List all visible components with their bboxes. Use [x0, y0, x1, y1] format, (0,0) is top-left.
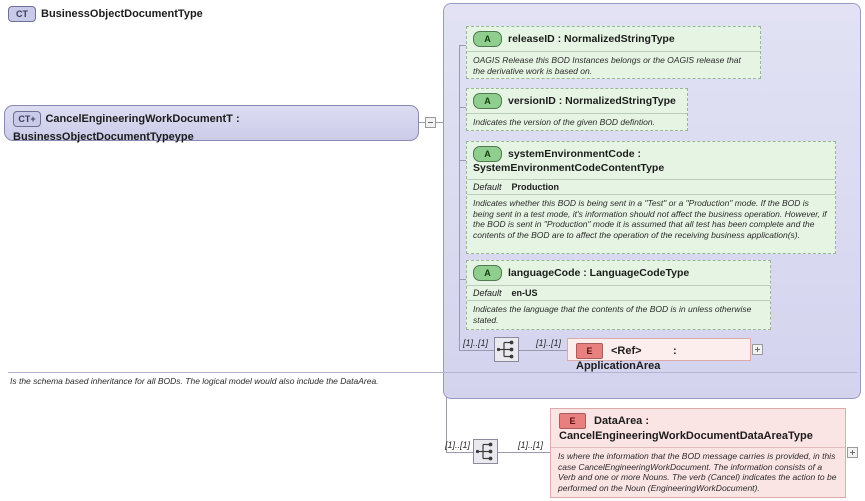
cardinality-dataarea-right: [1]..[1] — [518, 440, 544, 450]
divider — [467, 113, 687, 114]
complex-type-footer-note: Is the schema based inheritance for all … — [10, 376, 379, 386]
default-value: Production — [511, 182, 560, 192]
element-icon: E — [559, 413, 586, 429]
cardinality-applicationarea: [1]..[1] — [536, 338, 562, 348]
attribute-default-row-systemenvironmentcode: Default Production — [467, 180, 835, 194]
divider — [467, 51, 760, 52]
divider — [467, 285, 770, 286]
sequence-compositor-icon[interactable] — [473, 439, 498, 464]
attribute-doc-releaseid: OAGIS Release this BOD Instances belongs… — [473, 55, 741, 76]
attribute-name-versionid: versionID : NormalizedStringType — [508, 94, 676, 107]
branch-systemenvironmentcode — [459, 160, 467, 161]
default-value: en-US — [511, 288, 538, 298]
divider — [467, 194, 835, 195]
root-complex-type-node[interactable]: CT+ CancelEngineeringWorkDocumentT : Bus… — [4, 105, 419, 143]
element-name-dataarea: DataArea : CancelEngineeringWorkDocument… — [559, 414, 813, 442]
divider — [467, 300, 770, 301]
complex-type-title: BusinessObjectDocumentType — [41, 7, 203, 20]
default-label: Default — [473, 182, 502, 192]
root-node-label: CancelEngineeringWorkDocumentT : Busines… — [13, 112, 240, 143]
attribute-default-row-languagecode: Default en-US — [467, 286, 770, 300]
attribute-icon: A — [473, 93, 502, 109]
element-icon: E — [576, 343, 603, 359]
attribute-icon: A — [473, 31, 502, 47]
divider — [8, 372, 857, 373]
attribute-doc-systemenvironmentcode: Indicates whether this BOD is being sent… — [473, 198, 827, 240]
complex-type-icon[interactable]: CT+ — [13, 110, 41, 127]
element-card-applicationarea[interactable]: E <Ref>: ApplicationArea — [567, 338, 751, 372]
attribute-icon: A — [473, 146, 502, 162]
branch-languagecode — [459, 279, 467, 280]
element-doc-dataarea: Is where the information that the BOD me… — [558, 451, 837, 493]
attribute-doc-versionid: Indicates the version of the given BOD d… — [473, 117, 655, 127]
attribute-icon: A — [473, 265, 502, 281]
cardinality-dataarea-left: [1]..[1] — [445, 440, 471, 450]
element-name-applicationarea: : ApplicationArea — [576, 344, 677, 372]
dataarea-expand-toggle[interactable] — [847, 447, 858, 458]
attribute-tree-spine — [459, 45, 460, 350]
line-sequence-to-dataarea — [498, 452, 550, 453]
default-label: Default — [473, 288, 502, 298]
branch-versionid — [459, 107, 467, 108]
cardinality-sequence-left: [1]..[1] — [463, 338, 489, 348]
applicationarea-expand-toggle[interactable] — [752, 344, 763, 355]
complex-type-icon: CT — [8, 6, 36, 22]
divider — [551, 447, 845, 448]
branch-releaseid — [459, 45, 467, 46]
attribute-name-releaseid: releaseID : NormalizedStringType — [508, 32, 675, 45]
sequence-compositor-icon[interactable] — [494, 337, 519, 362]
attribute-name-languagecode: languageCode : LanguageCodeType — [508, 266, 690, 279]
line-to-sequence — [467, 350, 494, 351]
branch-sequence — [459, 350, 467, 351]
element-header-applicationarea: E <Ref>: ApplicationArea — [568, 339, 750, 377]
line-trunk-to-dataarea-sequence — [446, 452, 473, 453]
complex-type-title-row: CT BusinessObjectDocumentType — [8, 6, 203, 22]
attribute-doc-languagecode: Indicates the language that the contents… — [473, 304, 752, 325]
element-ref-marker: <Ref> — [611, 344, 642, 357]
divider — [467, 179, 835, 180]
root-collapse-toggle[interactable] — [425, 117, 436, 128]
root-connector-stub — [419, 122, 425, 123]
attribute-name-systemenvironmentcode: systemEnvironmentCode : SystemEnvironmen… — [473, 147, 665, 174]
line-sequence-to-applicationarea — [519, 350, 567, 351]
root-connector-to-trunk — [436, 122, 446, 123]
